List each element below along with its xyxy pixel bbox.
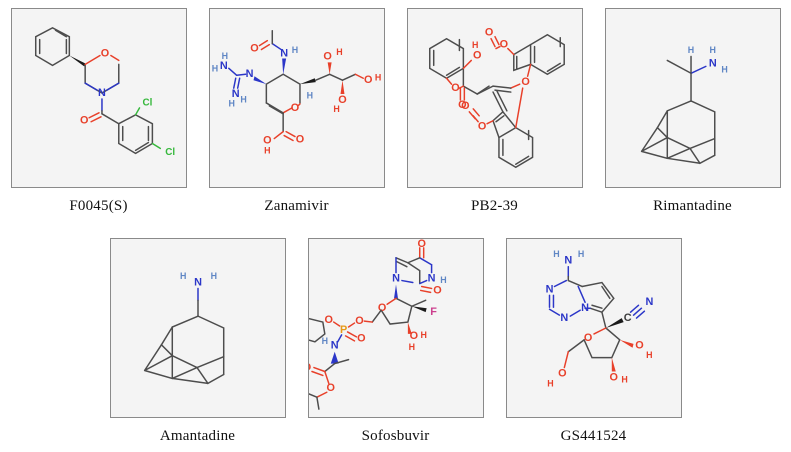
atom-label-O: O (458, 99, 466, 111)
atom-label-P: P (339, 324, 346, 336)
atom-label-O: O (357, 333, 365, 345)
structure-cell-zanamivir: O O H O N H (208, 8, 385, 214)
atom-label-O: O (409, 330, 417, 342)
atom-label-N: N (645, 296, 653, 308)
structure-caption: Amantadine (159, 428, 236, 444)
structure-panel-zanamivir: O O H O N H (208, 8, 385, 188)
atom-label-H: H (709, 45, 715, 55)
atom-label-O: O (499, 38, 507, 50)
atom-label-H: H (687, 45, 693, 55)
atom-label-O: O (558, 367, 566, 379)
atom-label-O: O (263, 134, 271, 146)
atom-label-O: O (433, 284, 441, 296)
atom-label-H: H (228, 98, 234, 108)
atom-label-H: H (721, 65, 727, 75)
atom-label-O: O (295, 133, 303, 145)
atom-label-H: H (577, 249, 583, 259)
atom-label-H: H (472, 40, 478, 50)
atom-label-O: O (377, 302, 385, 314)
atom-label-Cl: Cl (165, 147, 175, 158)
structure-panel-rimantadine: H N H H (604, 8, 781, 188)
structure-panel-f0045s: O N O (10, 8, 187, 188)
atom-label-N: N (427, 272, 435, 284)
atom-label-O: O (250, 42, 258, 54)
structure-cell-f0045s: O N O (10, 8, 187, 214)
structure-panel-sofosbuvir: N H O N O (307, 238, 484, 418)
atom-label-O: O (338, 94, 346, 106)
atom-label-N: N (392, 272, 400, 284)
atom-label-O: O (451, 82, 459, 94)
atom-label-O: O (355, 315, 363, 327)
atom-label-N: N (330, 340, 338, 352)
atom-label-O: O (309, 361, 311, 373)
atom-label-H: H (336, 47, 342, 57)
atom-label-C: C (623, 312, 631, 324)
atom-label-F: F (430, 306, 437, 318)
atom-label-H: H (408, 342, 414, 352)
structure-caption: F0045(S) (69, 198, 128, 214)
atom-label-O: O (290, 102, 298, 114)
atom-label-H: H (621, 375, 627, 385)
atom-label-O: O (323, 50, 331, 62)
atom-label-H: H (210, 271, 216, 281)
atom-label-O: O (461, 100, 469, 112)
structure-row-1: O N O (0, 8, 791, 214)
structure-cell-rimantadine: H N H H (604, 8, 781, 214)
atom-label-H: H (333, 104, 339, 114)
atom-label-H: H (440, 275, 446, 285)
atom-label-O: O (521, 76, 529, 88)
atom-label-N: N (280, 47, 288, 59)
atom-label-H: H (221, 51, 227, 61)
atom-label-N: N (708, 57, 716, 69)
atom-label-N: N (560, 312, 568, 324)
atom-label-H: H (306, 90, 312, 100)
atom-label-H: H (321, 336, 327, 346)
atom-label-N: N (245, 68, 253, 80)
atom-label-H: H (179, 271, 185, 281)
atom-label-N: N (545, 283, 553, 295)
atom-label-N: N (194, 276, 202, 288)
atom-label-N: N (564, 255, 572, 267)
structure-caption: Sofosbuvir (361, 428, 430, 444)
structure-caption: Zanamivir (264, 198, 329, 214)
structure-caption: GS441524 (560, 428, 627, 444)
atom-label-H: H (211, 64, 217, 74)
atom-label-O: O (100, 47, 108, 59)
structure-cell-gs441524: N H H N N N (505, 238, 682, 444)
atom-label-H: H (553, 249, 559, 259)
atom-label-H: H (264, 146, 270, 156)
structure-caption: PB2-39 (470, 198, 519, 214)
atom-label-H: H (646, 350, 652, 360)
atom-label-N: N (231, 88, 239, 100)
atom-label-O: O (609, 371, 617, 383)
structure-cell-pb2-39: O O O H O (406, 8, 583, 214)
atom-label-O: O (363, 74, 371, 86)
atom-label-H: H (420, 330, 426, 340)
structure-panel-amantadine: N H H (109, 238, 286, 418)
atom-label-O: O (417, 239, 425, 250)
atom-label-H: H (547, 379, 553, 389)
structure-panel-gs441524: N H H N N N (505, 238, 682, 418)
atom-label-N: N (219, 60, 227, 72)
atom-label-O: O (79, 115, 87, 127)
atom-label-O: O (324, 314, 332, 326)
atom-label-O: O (484, 27, 492, 39)
atom-label-O: O (477, 121, 485, 133)
atom-label-H: H (291, 45, 297, 55)
atom-label-O: O (583, 332, 591, 344)
atom-label-H: H (374, 73, 380, 83)
structure-cell-sofosbuvir: N H O N O (307, 238, 484, 444)
atom-label-O: O (326, 382, 334, 394)
structure-cell-amantadine: N H H Amantadin (109, 238, 286, 444)
atom-label-O: O (472, 49, 480, 61)
atom-label-N: N (98, 87, 106, 99)
atom-label-Cl: Cl (142, 98, 152, 109)
structure-panel-pb2-39: O O O H O (406, 8, 583, 188)
atom-label-O: O (635, 340, 643, 352)
atom-label-H: H (240, 94, 246, 104)
structure-caption: Rimantadine (653, 198, 732, 214)
structure-row-2: N H H Amantadin (0, 238, 791, 444)
